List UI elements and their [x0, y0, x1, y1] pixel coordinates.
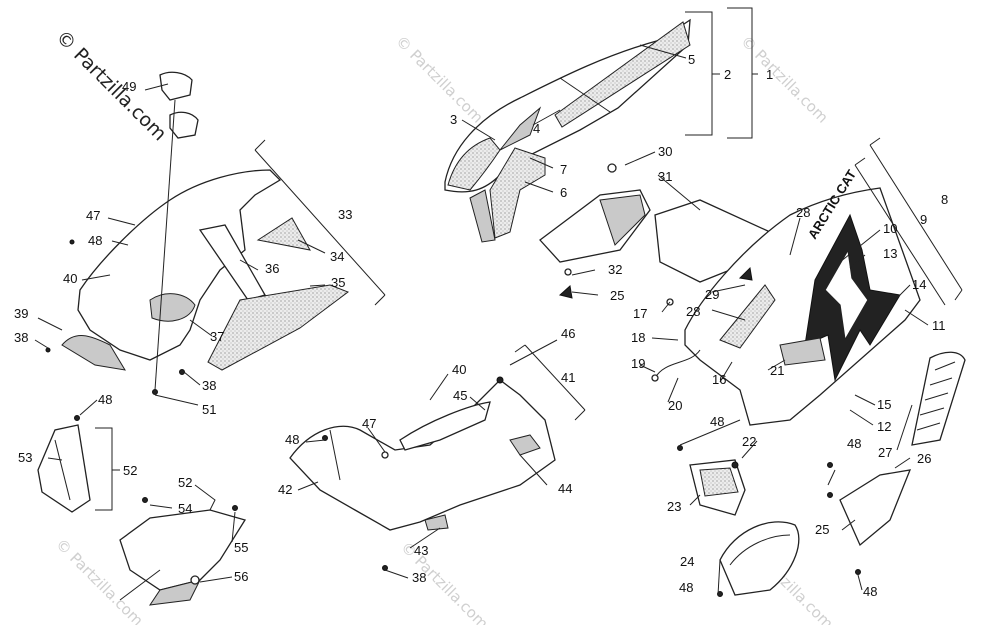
windshield-assembly: [444, 18, 691, 243]
callout-51: 51: [202, 402, 216, 417]
callout-18: 18: [631, 330, 645, 345]
callout-2: 2: [724, 67, 731, 82]
faint-watermark: © Partzilla.com: [392, 32, 487, 127]
callout-52-bracket: 52: [123, 463, 137, 478]
callout-38-center: 38: [202, 378, 216, 393]
right-side-panel: ARCTIC CAT: [539, 163, 966, 446]
callout-17: 17: [633, 306, 647, 321]
callout-11: 11: [932, 318, 946, 333]
callout-48-c: 48: [285, 432, 299, 447]
copyright-watermark: © Partzilla.com: [51, 26, 170, 145]
callout-54: 54: [178, 501, 192, 516]
callout-40-center: 40: [452, 362, 466, 377]
faint-watermark: © Partzilla.com: [737, 32, 832, 127]
callout-38-bottom: 38: [412, 570, 426, 585]
nose-assembly: [45, 71, 350, 395]
callout-14: 14: [912, 277, 926, 292]
callout-34: 34: [330, 249, 344, 264]
lower-bracket: [119, 497, 247, 606]
callout-4: 4: [533, 121, 540, 136]
callout-44: 44: [558, 481, 572, 496]
callout-56: 56: [234, 569, 248, 584]
callout-41: 41: [561, 370, 575, 385]
leader-lines: [34, 7, 963, 596]
callout-39: 39: [14, 306, 28, 321]
callout-23: 23: [667, 499, 681, 514]
callout-48-g: 48: [863, 584, 877, 599]
callout-25-bottom: 25: [815, 522, 829, 537]
callout-25-top: 25: [610, 288, 624, 303]
left-side-panel: [37, 415, 91, 513]
callout-20: 20: [668, 398, 682, 413]
callout-48-a: 48: [88, 233, 102, 248]
callout-16: 16: [712, 372, 726, 387]
belly-pan: [289, 376, 556, 571]
callout-31: 31: [658, 169, 672, 184]
callout-15: 15: [877, 397, 891, 412]
callout-28-top: 28: [796, 205, 810, 220]
callout-43: 43: [414, 543, 428, 558]
callout-48-f: 48: [679, 580, 693, 595]
callout-45: 45: [453, 388, 467, 403]
callout-19: 19: [631, 356, 645, 371]
callout-35: 35: [331, 275, 345, 290]
callout-8: 8: [941, 192, 948, 207]
callout-32: 32: [608, 262, 622, 277]
lower-right-brackets: [677, 445, 912, 597]
callout-10: 10: [883, 221, 897, 236]
callout-29: 29: [705, 287, 719, 302]
callout-22: 22: [742, 434, 756, 449]
callout-6: 6: [560, 185, 567, 200]
callout-53: 53: [18, 450, 32, 465]
callout-21: 21: [770, 363, 784, 378]
callout-48-d: 48: [710, 414, 724, 429]
callout-47-left: 47: [86, 208, 100, 223]
callout-47-center: 47: [362, 416, 376, 431]
callout-42: 42: [278, 482, 292, 497]
callout-40-left: 40: [63, 271, 77, 286]
callout-55: 55: [234, 540, 248, 555]
callout-52-lower: 52: [178, 475, 192, 490]
callout-13: 13: [883, 246, 897, 261]
callout-12: 12: [877, 419, 891, 434]
callout-38-left: 38: [14, 330, 28, 345]
callout-37: 37: [210, 329, 224, 344]
callout-36: 36: [265, 261, 279, 276]
callout-33: 33: [338, 207, 352, 222]
callout-48-b: 48: [98, 392, 112, 407]
callout-1: 1: [766, 67, 773, 82]
callout-5: 5: [688, 52, 695, 67]
callout-46: 46: [561, 326, 575, 341]
callout-labels: 1 2 3 4 5 6 7 8 9 10 11 12 13 14 15 16 1…: [14, 52, 948, 599]
callout-30: 30: [658, 144, 672, 159]
callout-49: 49: [122, 79, 136, 94]
callout-9: 9: [920, 212, 927, 227]
callout-7: 7: [560, 162, 567, 177]
callout-48-e: 48: [847, 436, 861, 451]
callout-3: 3: [450, 112, 457, 127]
callout-24: 24: [680, 554, 694, 569]
callout-27: 27: [878, 445, 892, 460]
callout-28-left: 28: [686, 304, 700, 319]
callout-26: 26: [917, 451, 931, 466]
